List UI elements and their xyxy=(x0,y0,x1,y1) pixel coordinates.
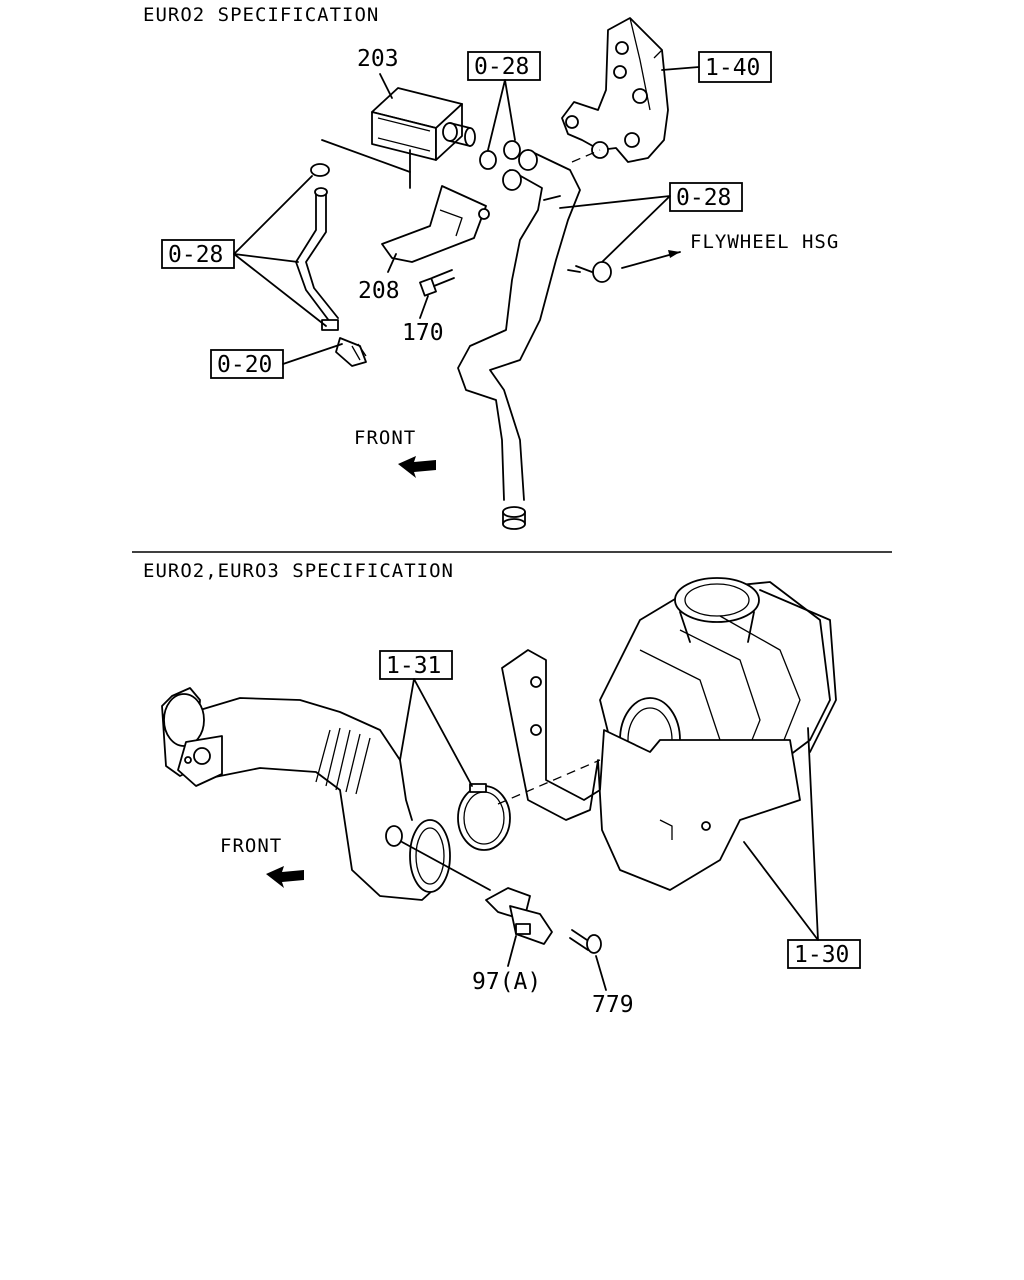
leader-203-link xyxy=(321,139,411,173)
bracket-1-40 xyxy=(561,17,669,163)
clip-right xyxy=(575,261,612,283)
callout-box-0-28-top xyxy=(467,51,541,81)
callout-box-1-40 xyxy=(698,51,772,83)
bolt-170 xyxy=(419,269,455,297)
bolt-779 xyxy=(569,929,602,954)
leader-170 xyxy=(419,295,429,319)
leader-203 xyxy=(379,73,393,99)
callout-ref-0-20: 0-20 xyxy=(217,352,272,378)
intake-duct xyxy=(161,687,451,901)
part-number-779: 779 xyxy=(592,992,634,1018)
leader-0-20 xyxy=(282,343,343,365)
module-203 xyxy=(371,87,476,189)
leader-1-30 xyxy=(743,727,819,941)
callout-ref-0-28-right: 0-28 xyxy=(676,185,731,211)
part-number-97a: 97(A) xyxy=(472,969,541,995)
leader-97a xyxy=(507,935,517,967)
leader-208 xyxy=(387,253,397,273)
leader-1-40 xyxy=(661,66,700,71)
leader-1-31 xyxy=(399,678,473,787)
bracket-208 xyxy=(381,185,490,263)
leader-0-28-top xyxy=(487,79,516,151)
front-arrow-top xyxy=(398,456,436,478)
part-number-203: 203 xyxy=(357,46,399,72)
label-front-bottom: FRONT xyxy=(220,835,282,857)
main-hose xyxy=(457,149,581,530)
front-arrow-bottom xyxy=(266,866,304,888)
label-front-top: FRONT xyxy=(354,427,416,449)
callout-box-1-30 xyxy=(787,939,861,969)
mounting-bracket xyxy=(501,649,801,891)
dashed-link-clamp xyxy=(497,759,601,805)
sensor-97a xyxy=(385,825,553,945)
leader-0-28-right xyxy=(559,195,671,265)
clamp-1-31 xyxy=(457,783,511,851)
leader-779 xyxy=(595,955,607,991)
clip-top xyxy=(479,140,521,170)
dashed-link-bracket xyxy=(571,149,601,163)
section-title-euro2-euro3: EURO2,EURO3 SPECIFICATION xyxy=(143,560,454,582)
callout-ref-1-31: 1-31 xyxy=(386,653,441,679)
arrowhead-flywheel xyxy=(668,250,680,258)
callout-ref-1-30: 1-30 xyxy=(794,942,849,968)
callout-ref-0-28-left: 0-28 xyxy=(168,242,223,268)
small-tube-left xyxy=(295,163,367,367)
label-flywheel-hsg: FLYWHEEL HSG xyxy=(690,231,839,253)
leader-0-28-left xyxy=(233,175,327,327)
part-number-208: 208 xyxy=(358,278,400,304)
callout-ref-1-40: 1-40 xyxy=(705,55,760,81)
callout-box-0-20 xyxy=(210,349,284,379)
callout-box-1-31 xyxy=(379,650,453,680)
section-title-euro2: EURO2 SPECIFICATION xyxy=(143,4,379,26)
part-number-170: 170 xyxy=(402,320,444,346)
callout-box-0-28-right xyxy=(669,182,743,212)
callout-ref-0-28-top: 0-28 xyxy=(474,54,529,80)
